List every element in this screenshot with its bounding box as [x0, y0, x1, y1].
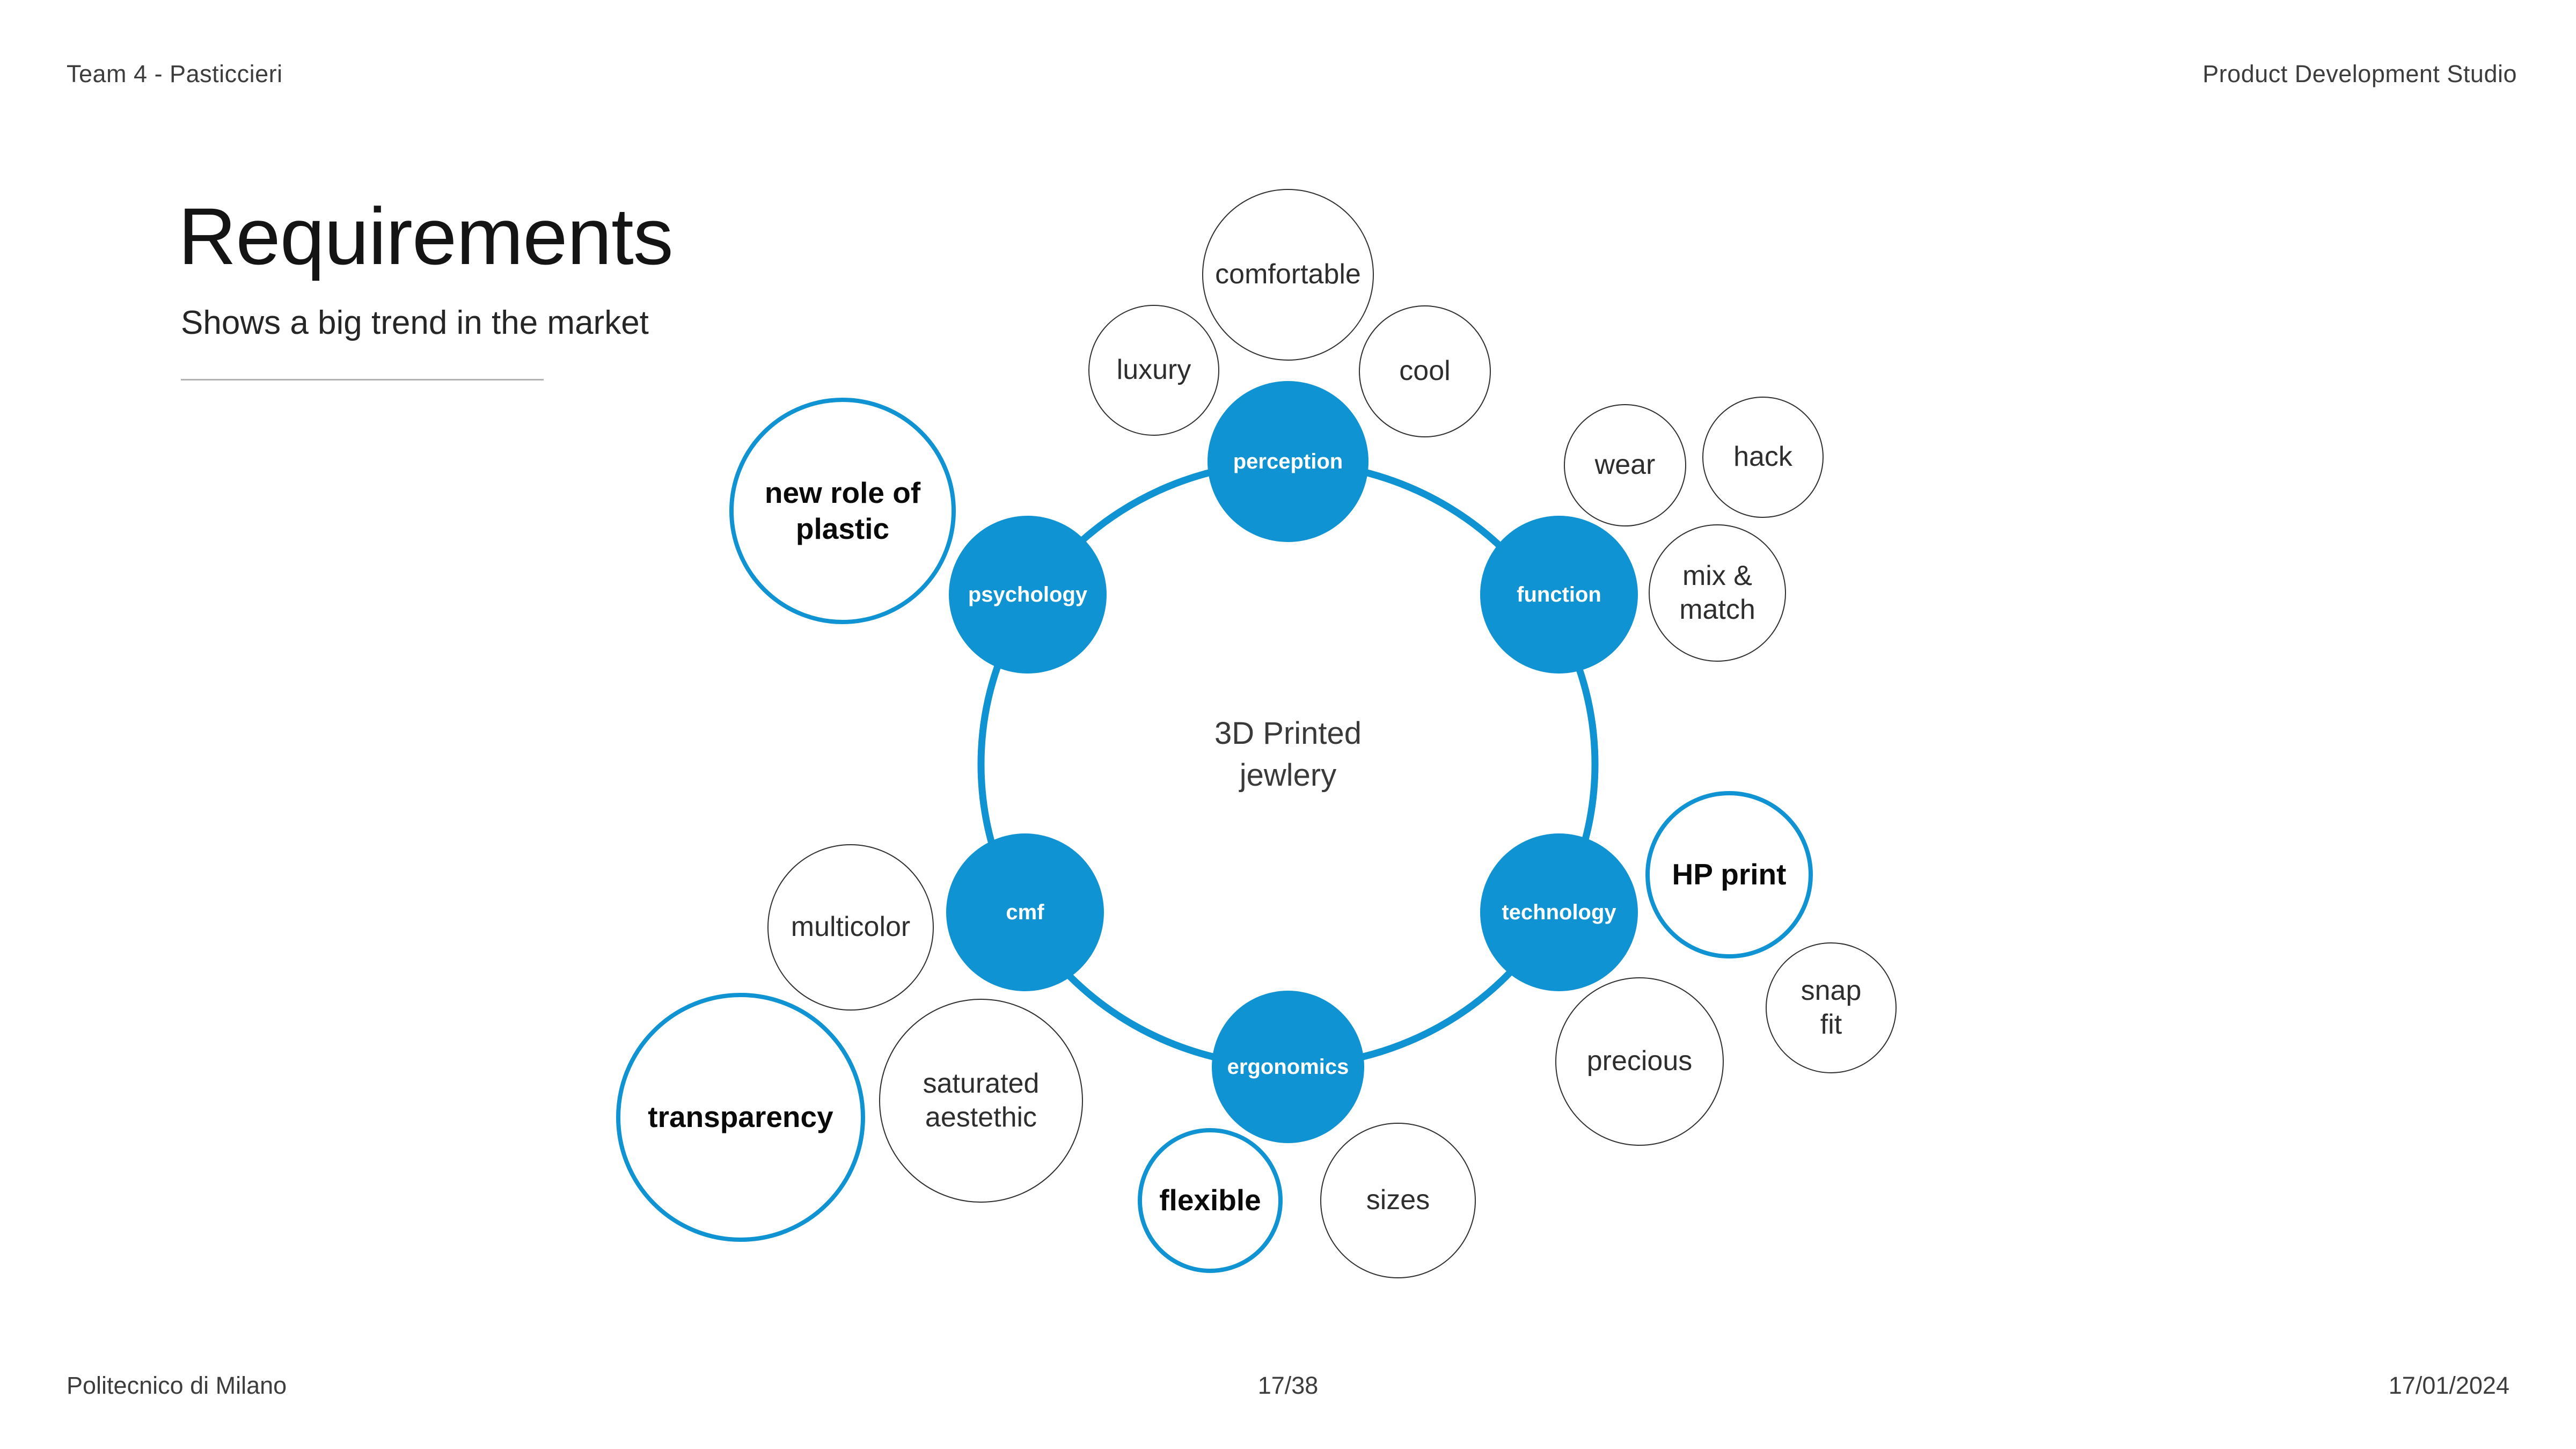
satellite-snap-fit: snap fit: [1766, 942, 1897, 1073]
page-title: Requirements: [178, 191, 674, 281]
satellite-label: hack: [1733, 441, 1792, 473]
satellite-label: transparency: [648, 1100, 833, 1134]
satellite-label: comfortable: [1215, 259, 1361, 290]
node-cmf: cmf: [946, 833, 1104, 991]
satellite-precious: precious: [1555, 977, 1724, 1146]
satellite-new-role-of-plastic: new role of plastic: [729, 398, 956, 624]
node-label: technology: [1502, 900, 1616, 924]
satellite-label: sizes: [1366, 1184, 1430, 1216]
node-function: function: [1480, 516, 1638, 674]
satellite-label: cool: [1399, 355, 1451, 387]
node-label: psychology: [968, 582, 1088, 606]
diagram-center-label: 3D Printed jewlery: [1214, 716, 1362, 793]
footer-institution: Politecnico di Milano: [67, 1372, 287, 1399]
satellite-label: multicolor: [791, 911, 911, 943]
satellite-cool: cool: [1359, 305, 1491, 437]
satellite-saturated-aestethic: saturated aestethic: [879, 999, 1083, 1203]
satellite-sizes: sizes: [1320, 1123, 1476, 1278]
satellite-hack: hack: [1702, 397, 1824, 518]
node-label: perception: [1233, 449, 1343, 473]
satellite-label: mix & match: [1679, 560, 1755, 625]
satellite-label: luxury: [1116, 354, 1191, 386]
node-ergonomics: ergonomics: [1212, 991, 1364, 1143]
satellite-label: flexible: [1159, 1183, 1261, 1217]
header-team-name: Team 4 - Pasticcieri: [67, 60, 283, 87]
satellite-flexible: flexible: [1138, 1128, 1283, 1273]
node-technology: technology: [1480, 833, 1638, 991]
satellite-transparency: transparency: [616, 993, 865, 1242]
footer-page-number: 17/38: [1257, 1372, 1319, 1399]
node-label: cmf: [1006, 900, 1044, 924]
node-perception: perception: [1208, 381, 1368, 542]
satellite-luxury: luxury: [1088, 305, 1219, 436]
header-course-name: Product Development Studio: [2202, 60, 2517, 87]
satellite-mix-and-match: mix & match: [1649, 524, 1786, 662]
satellite-label: precious: [1586, 1045, 1693, 1077]
satellite-label: wear: [1594, 449, 1656, 481]
satellite-label: snap fit: [1801, 975, 1862, 1040]
satellite-multicolor: multicolor: [767, 844, 934, 1011]
satellite-hp-print: HP print: [1645, 791, 1813, 958]
satellite-label: new role of plastic: [764, 475, 921, 545]
satellite-comfortable: comfortable: [1202, 189, 1374, 361]
node-label: function: [1517, 582, 1601, 606]
footer-date: 17/01/2024: [2388, 1372, 2509, 1399]
title-divider-line: [181, 379, 544, 380]
satellite-wear: wear: [1564, 404, 1686, 526]
page-subtitle: Shows a big trend in the market: [181, 304, 649, 341]
node-psychology: psychology: [949, 516, 1107, 674]
satellite-label: saturated aestethic: [923, 1067, 1040, 1133]
satellite-label: HP print: [1672, 858, 1787, 891]
node-label: ergonomics: [1227, 1055, 1349, 1079]
